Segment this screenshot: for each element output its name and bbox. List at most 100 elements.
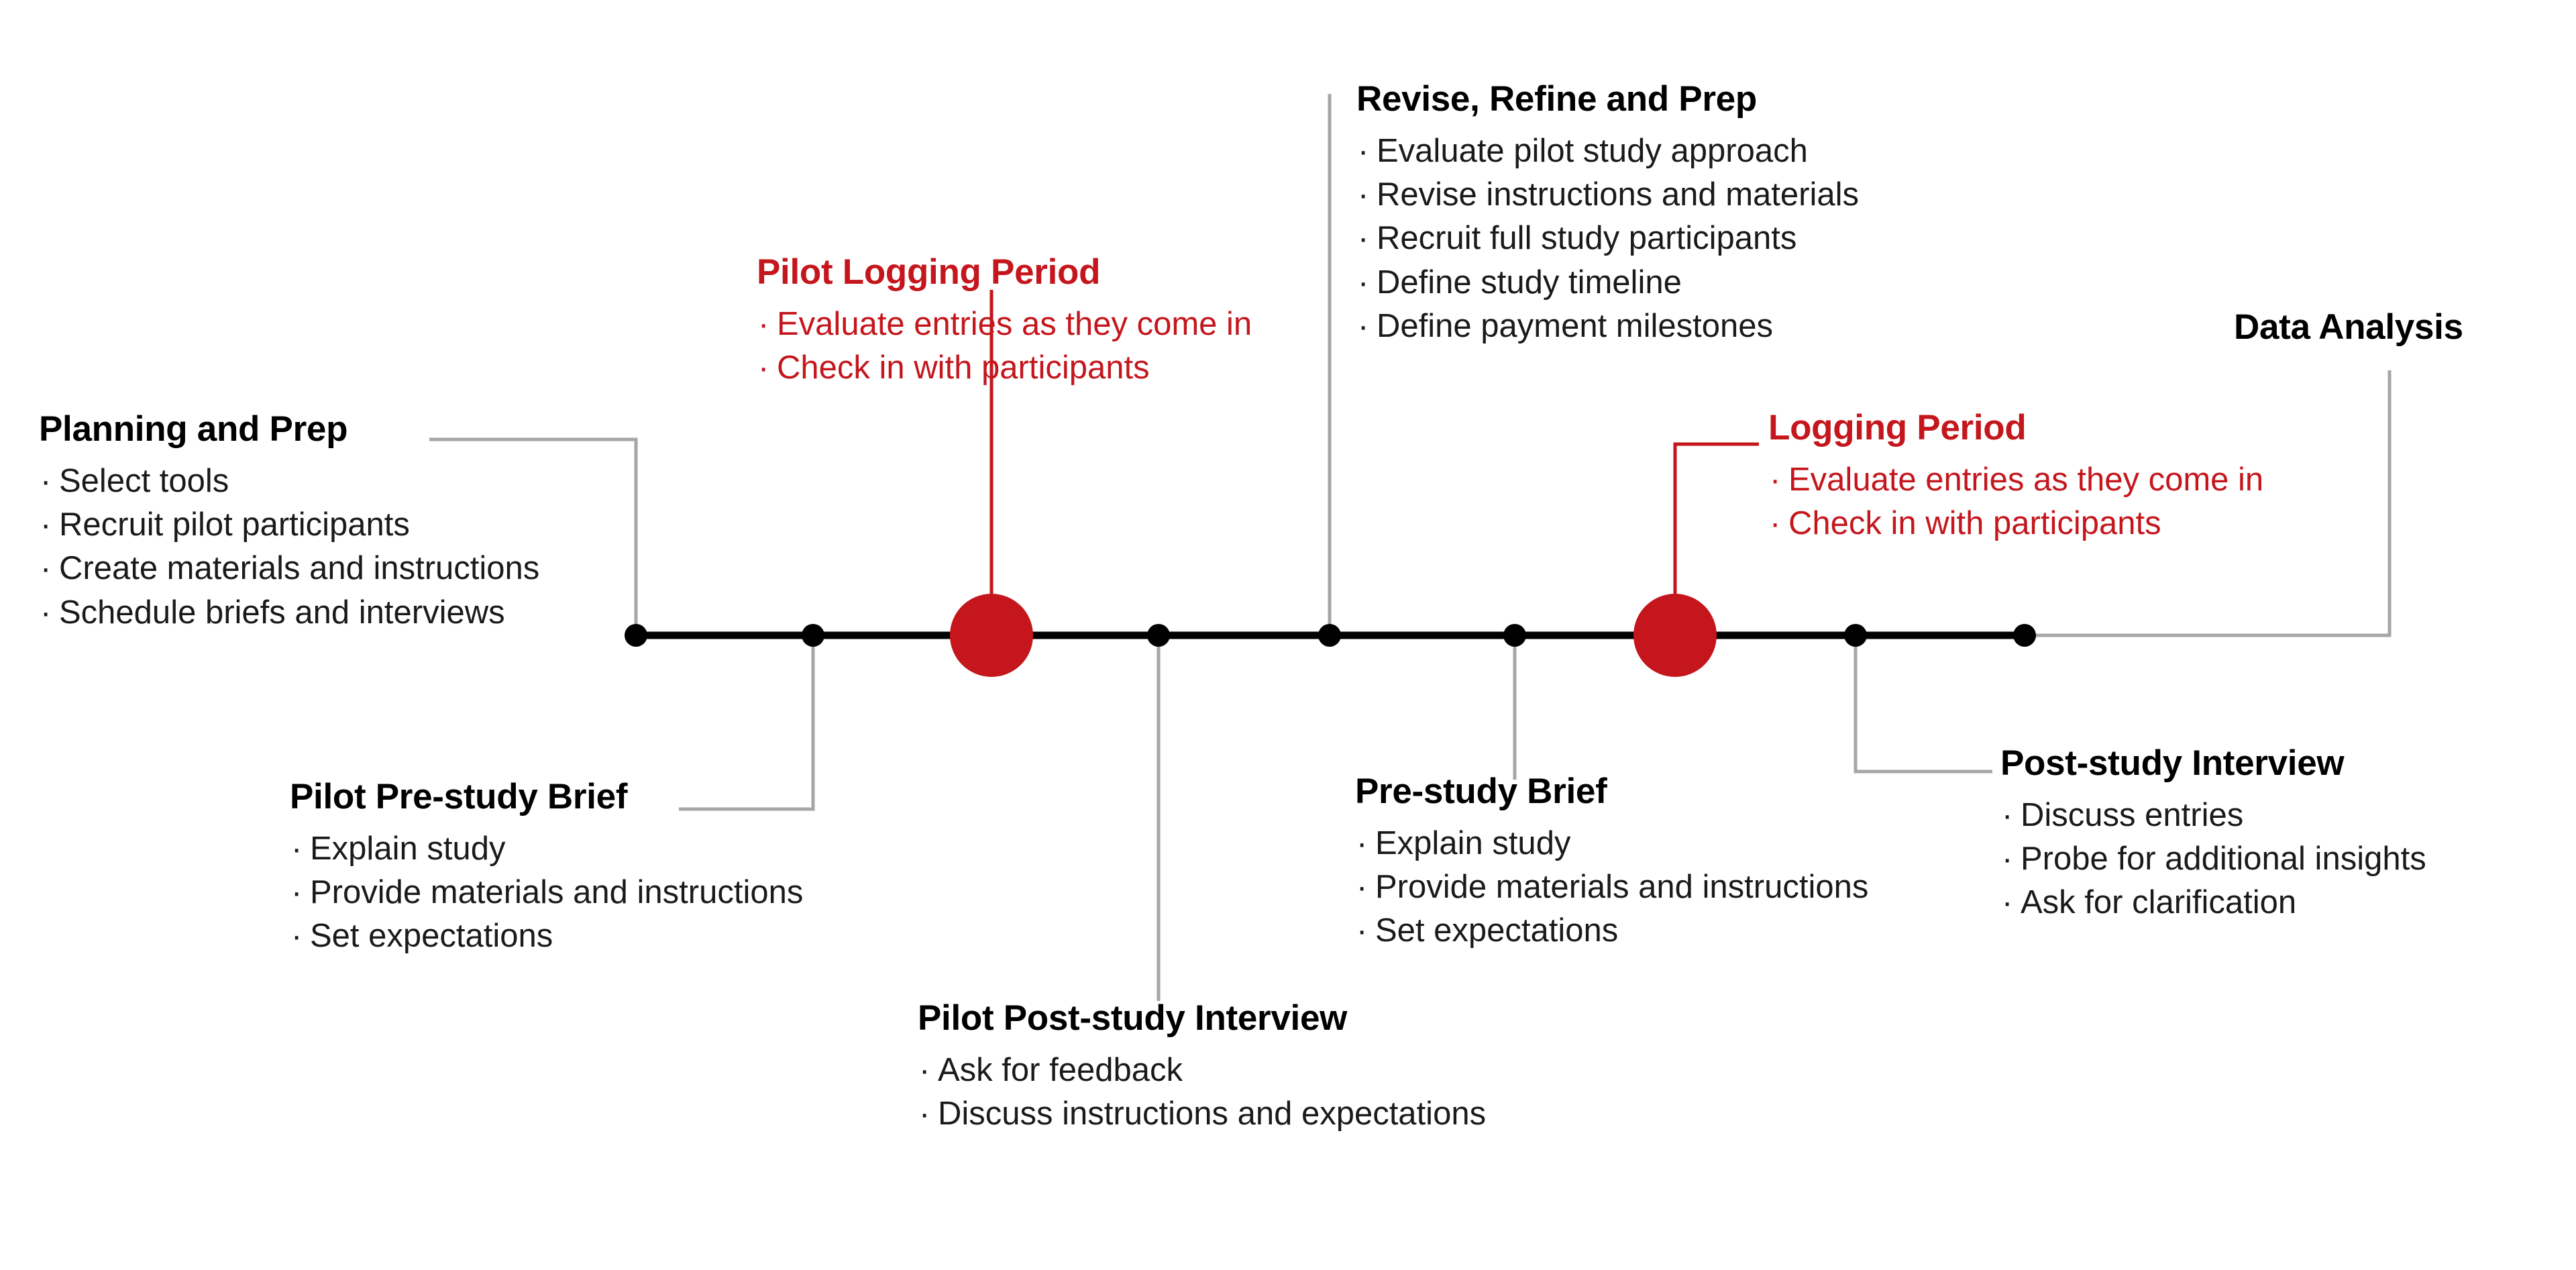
- block-title: Revise, Refine and Prep: [1356, 79, 1757, 119]
- bullet-dot-icon: ·: [40, 507, 52, 543]
- bullet-item: ·Ask for feedback: [918, 1049, 1486, 1092]
- bullet-text: Recruit pilot participants: [59, 507, 410, 543]
- bullet-text: Set expectations: [1375, 912, 1619, 949]
- bullet-text: Evaluate pilot study approach: [1377, 133, 1808, 170]
- bullet-dot-icon: ·: [758, 350, 769, 386]
- bullet-text: Select tools: [59, 463, 229, 500]
- bullet-text: Ask for clarification: [2021, 884, 2297, 921]
- bullet-dot-icon: ·: [919, 1096, 930, 1132]
- connector-lines: [429, 94, 2392, 1001]
- bullet-text: Revise instructions and materials: [1377, 176, 1859, 213]
- bullet-list: ·Select tools ·Recruit pilot participant…: [39, 460, 539, 635]
- bullet-item: ·Discuss entries: [2000, 794, 2426, 837]
- block-data-analysis: Data Analysis: [2234, 309, 2463, 346]
- bullet-item: ·Ask for clarification: [2000, 881, 2426, 924]
- bullet-dot-icon: ·: [919, 1052, 930, 1089]
- bullet-list: ·Explain study ·Provide materials and in…: [290, 827, 803, 958]
- block-post-study-interview: Post-study Interview ·Discuss entries ·P…: [2000, 745, 2426, 925]
- bullet-dot-icon: ·: [1770, 462, 1781, 498]
- block-title: Logging Period: [1768, 408, 2027, 447]
- timeline-node-large-circle: [1633, 594, 1717, 677]
- bullet-item: ·Schedule briefs and interviews: [39, 591, 539, 635]
- block-title: Pre-study Brief: [1355, 772, 1607, 811]
- bullet-text: Recruit full study participants: [1377, 220, 1797, 257]
- bullet-dot-icon: ·: [291, 874, 303, 911]
- bullet-text: Check in with participants: [1788, 505, 2161, 542]
- timeline-node-markers: [625, 624, 2036, 647]
- bullet-dot-icon: ·: [291, 918, 303, 955]
- bullet-item: ·Set expectations: [1355, 909, 1868, 953]
- bullet-item: ·Discuss instructions and expectations: [918, 1092, 1486, 1136]
- bullet-list: ·Evaluate entries as they come in ·Check…: [1768, 458, 2263, 545]
- bullet-dot-icon: ·: [291, 831, 303, 867]
- timeline-node-dot: [625, 624, 647, 647]
- bullet-item: ·Evaluate pilot study approach: [1356, 129, 1859, 173]
- bullet-dot-icon: ·: [40, 594, 52, 631]
- bullet-dot-icon: ·: [1358, 133, 1369, 170]
- bullet-list: ·Explain study ·Provide materials and in…: [1355, 822, 1868, 953]
- connector-logging-period: [1673, 442, 1759, 635]
- bullet-dot-icon: ·: [40, 550, 52, 587]
- bullet-item: ·Set expectations: [290, 914, 803, 958]
- bullet-list: ·Evaluate entries as they come in ·Check…: [757, 303, 1252, 390]
- timeline-node-dot: [2013, 624, 2036, 647]
- timeline-node-dot: [1844, 624, 1867, 647]
- bullet-dot-icon: ·: [1358, 264, 1369, 301]
- bullet-item: ·Provide materials and instructions: [1355, 865, 1868, 909]
- connector-pilot-pre-study-brief: [679, 635, 815, 811]
- bullet-item: ·Recruit pilot participants: [39, 503, 539, 547]
- bullet-dot-icon: ·: [2002, 841, 2013, 878]
- bullet-text: Ask for feedback: [938, 1052, 1183, 1089]
- bullet-dot-icon: ·: [1358, 220, 1369, 257]
- bullet-text: Schedule briefs and interviews: [59, 594, 505, 631]
- bullet-text: Define payment milestones: [1377, 307, 1774, 344]
- bullet-dot-icon: ·: [758, 306, 769, 343]
- bullet-text: Check in with participants: [777, 350, 1150, 386]
- bullet-text: Explain study: [1375, 825, 1571, 862]
- block-planning-and-prep: Planning and Prep ·Select tools ·Recruit…: [39, 411, 539, 635]
- bullet-dot-icon: ·: [40, 463, 52, 500]
- bullet-list: ·Ask for feedback ·Discuss instructions …: [918, 1049, 1486, 1136]
- timeline-node-dot: [802, 624, 824, 647]
- bullet-text: Probe for additional insights: [2021, 841, 2426, 878]
- bullet-dot-icon: ·: [1356, 825, 1368, 862]
- bullet-dot-icon: ·: [1356, 912, 1368, 949]
- timeline-node-large-circle: [950, 594, 1033, 677]
- block-title: Pilot Logging Period: [757, 252, 1101, 292]
- bullet-text: Create materials and instructions: [59, 550, 540, 587]
- bullet-dot-icon: ·: [1358, 307, 1369, 344]
- block-title: Pilot Post-study Interview: [918, 998, 1348, 1038]
- bullet-item: ·Probe for additional insights: [2000, 837, 2426, 881]
- block-pilot-post-study-interview: Pilot Post-study Interview ·Ask for feed…: [918, 1000, 1486, 1136]
- bullet-item: ·Revise instructions and materials: [1356, 173, 1859, 217]
- block-title: Pilot Pre-study Brief: [290, 777, 628, 816]
- bullet-list: ·Evaluate pilot study approach ·Revise i…: [1356, 129, 1859, 348]
- bullet-text: Evaluate entries as they come in: [1788, 462, 2264, 498]
- bullet-text: Discuss instructions and expectations: [938, 1096, 1487, 1132]
- bullet-item: ·Evaluate entries as they come in: [757, 303, 1252, 346]
- bullet-item: ·Define study timeline: [1356, 261, 1859, 305]
- bullet-text: Set expectations: [310, 918, 553, 955]
- block-pilot-logging-period: Pilot Logging Period ·Evaluate entries a…: [757, 254, 1252, 390]
- bullet-item: ·Define payment milestones: [1356, 305, 1859, 348]
- bullet-text: Provide materials and instructions: [310, 874, 804, 911]
- bullet-item: ·Check in with participants: [1768, 502, 2263, 545]
- bullet-text: Explain study: [310, 831, 506, 867]
- connector-lines-red: [989, 290, 1759, 635]
- bullet-text: Evaluate entries as they come in: [777, 306, 1252, 343]
- bullet-item: ·Explain study: [1355, 822, 1868, 865]
- block-title: Planning and Prep: [39, 409, 348, 449]
- bullet-text: Provide materials and instructions: [1375, 869, 1869, 906]
- timeline-node-dot: [1318, 624, 1341, 647]
- bullet-text: Discuss entries: [2021, 797, 2244, 834]
- connector-planning-and-prep: [429, 437, 638, 635]
- block-title: Data Analysis: [2234, 307, 2463, 347]
- connector-data-analysis: [2025, 370, 2392, 637]
- block-pre-study-brief: Pre-study Brief ·Explain study ·Provide …: [1355, 773, 1868, 953]
- bullet-dot-icon: ·: [2002, 797, 2013, 834]
- bullet-dot-icon: ·: [1356, 869, 1368, 906]
- bullet-item: ·Check in with participants: [757, 346, 1252, 390]
- bullet-item: ·Provide materials and instructions: [290, 871, 803, 914]
- connector-post-study-interview: [1854, 635, 1992, 774]
